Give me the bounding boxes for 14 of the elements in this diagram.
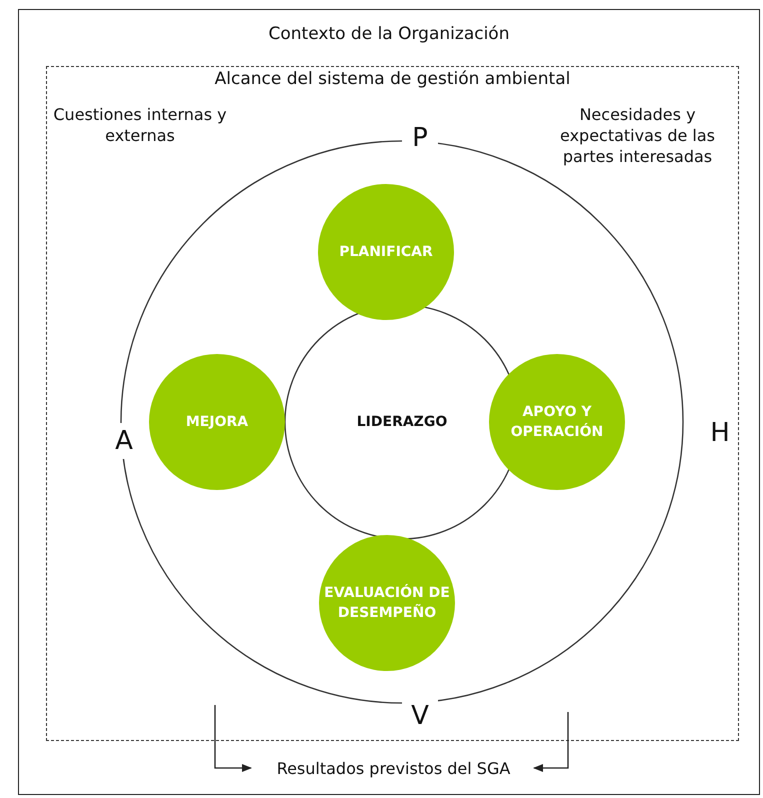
- process-circle: MEJORA: [149, 354, 285, 490]
- result-label: Resultados previstos del SGA: [276, 759, 510, 778]
- scope-title: Alcance del sistema de gestión ambiental: [214, 69, 570, 89]
- frame-title: Contexto de la Organización: [268, 24, 510, 44]
- arrow: [533, 712, 569, 772]
- scope-frame: [46, 66, 739, 741]
- context-note: Cuestiones internas y externas: [52, 104, 228, 146]
- process-circle: APOYO Y OPERACIÓN: [489, 354, 625, 490]
- context-note: Necesidades y expectativas de las partes interesadas: [559, 104, 716, 167]
- center-label: LIDERAZGO: [356, 414, 448, 430]
- arrow: [214, 705, 252, 772]
- process-circle: EVALUACIÓN DE DESEMPEÑO: [319, 535, 455, 671]
- process-circle: PLANIFICAR: [318, 184, 454, 320]
- context-frame: [18, 9, 760, 795]
